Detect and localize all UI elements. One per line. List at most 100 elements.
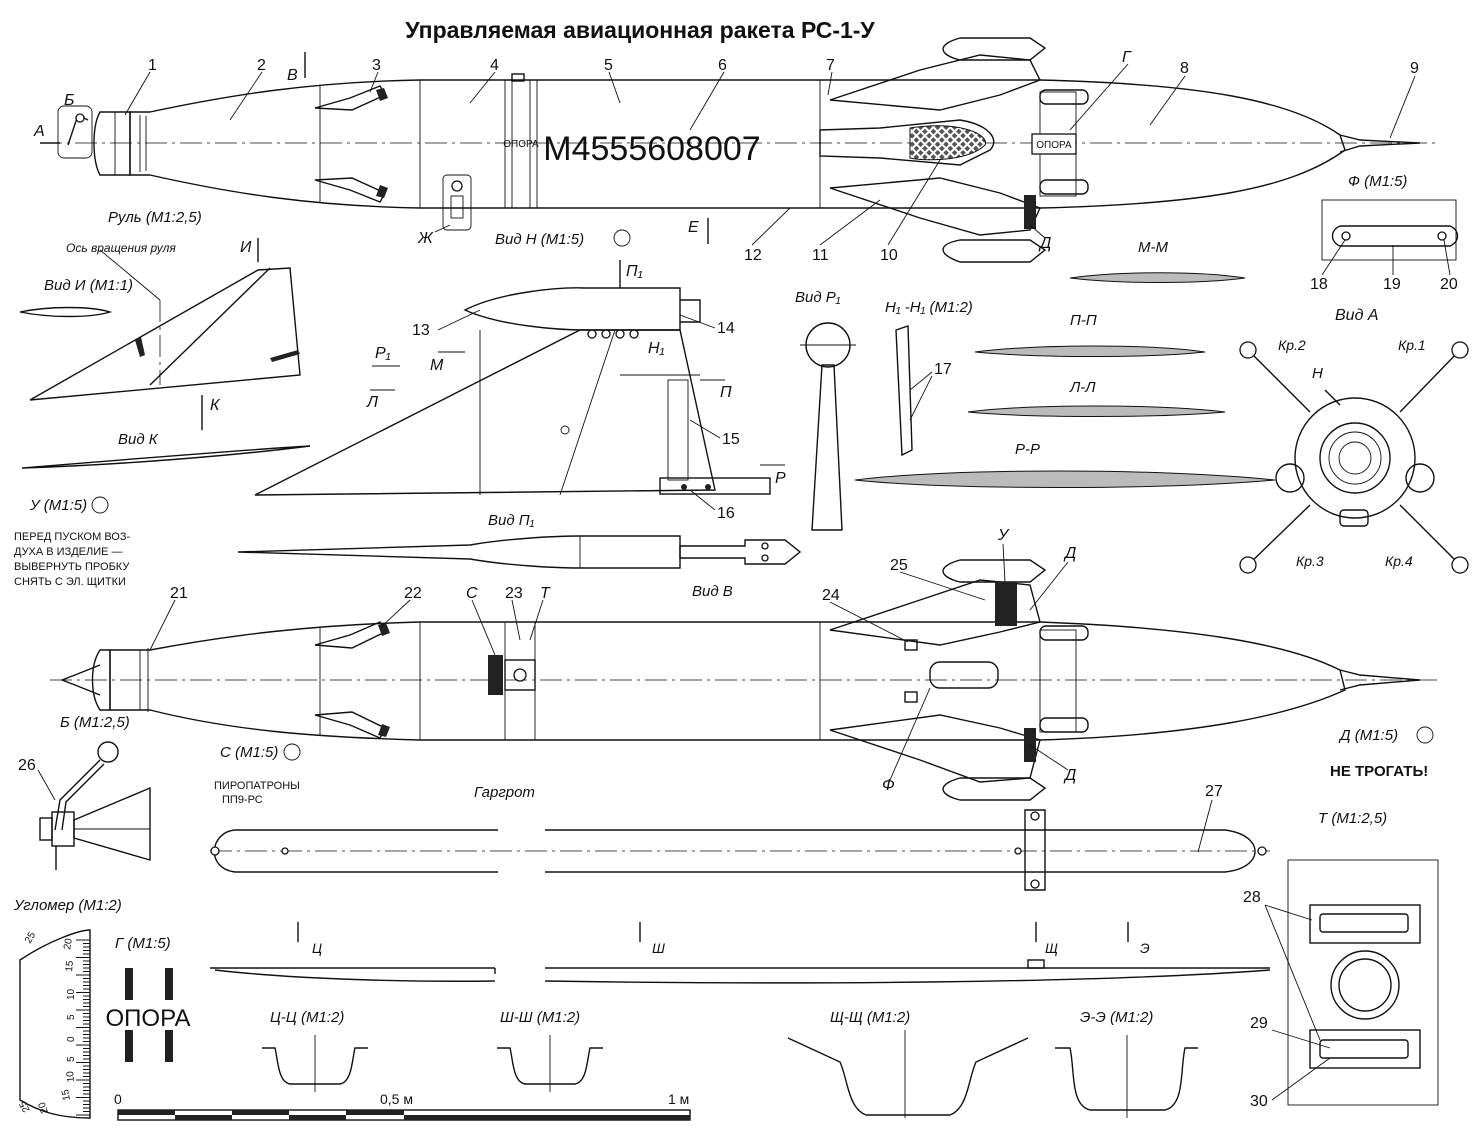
warning-line-1: ПЕРЕД ПУСКОМ ВОЗ- — [14, 531, 130, 543]
letter-Zh: Ж — [417, 230, 434, 247]
missile-side-view: ОПОРА M4555608007 ОПОРА — [40, 37, 1440, 263]
protractor-tick-4: 5 — [66, 1014, 77, 1020]
part-21: 21 — [170, 585, 188, 602]
part-16: 16 — [717, 505, 735, 522]
drawing-title: Управляемая авиационная ракета РС-1-У — [405, 17, 875, 43]
section-ShSh-label: Ш-Ш (М1:2) — [500, 1009, 580, 1026]
gargrot: Гаргрот 27 Ц Ш Щ Э — [210, 783, 1271, 984]
protractor-tick-5: 0 — [66, 1036, 77, 1042]
rudder-view: Руль (М1:2,5) Ось вращения руля Вид И (М… — [19, 209, 311, 469]
letter-L: Л — [366, 394, 378, 411]
view-V-label: Вид В — [692, 583, 733, 600]
part-22: 22 — [404, 585, 422, 602]
letter-Shch: Щ — [1045, 940, 1058, 956]
part-3: 3 — [372, 57, 381, 74]
opora-label-top: ОПОРА — [503, 139, 539, 150]
detail-B: Б (М1:2,5) 26 — [18, 714, 151, 870]
detail-S: С (М1:5) ПИРОПАТРОНЫ ПП9-РС — [214, 743, 301, 806]
kr4-label: Кр.4 — [1385, 553, 1413, 569]
opora-stencil: ОПОРА — [106, 1005, 191, 1032]
section-ShchShch-label: Щ-Щ (М1:2) — [830, 1009, 910, 1026]
section-N1-label: Н₁ -Н₁ (М1:2) — [885, 299, 973, 316]
rudder-axis-label: Ось вращения руля — [66, 241, 176, 255]
section-EE-label: Э-Э (М1:2) — [1080, 1009, 1153, 1026]
letter-U: У — [997, 527, 1010, 544]
opora-label-right: ОПОРА — [1036, 140, 1072, 151]
view-I-label: Вид И (М1:1) — [44, 277, 133, 294]
part-9: 9 — [1410, 60, 1419, 77]
part-15: 15 — [722, 431, 740, 448]
part-4: 4 — [490, 57, 499, 74]
warning-line-3: ВЫВЕРНУТЬ ПРОБКУ — [14, 561, 130, 573]
part-25: 25 — [890, 557, 908, 574]
part-6: 6 — [718, 57, 727, 74]
detail-G: Г (М1:5) ОПОРА — [106, 935, 191, 1062]
letter-P1-a: П₁ — [626, 263, 643, 280]
view-R1-label: Вид Р₁ — [795, 289, 841, 306]
protractor-tick-9: 20 — [37, 1100, 51, 1115]
letter-D-plan-1: Д — [1063, 545, 1076, 562]
part-5: 5 — [604, 57, 613, 74]
part-12: 12 — [744, 247, 762, 264]
view-N-label: Вид Н (М1:5) — [495, 231, 584, 248]
view-A: Вид А Кр.2 Кр.1 Кр.3 Кр.4 Н — [1239, 307, 1469, 574]
rudder-title: Руль (М1:2,5) — [108, 209, 202, 226]
part-28: 28 — [1243, 889, 1261, 906]
D-scale-label: Д (М1:5) — [1338, 727, 1398, 744]
part-17: 17 — [934, 361, 952, 378]
letter-E: Е — [688, 219, 699, 236]
G-scale-label: Г (М1:5) — [115, 935, 171, 952]
section-N1: Н₁ -Н₁ (М1:2) 17 — [885, 299, 973, 457]
letter-I: И — [240, 239, 252, 256]
view-N-labels: П₁ 13 14 15 16 Н₁ Р₁ М Л П Р — [366, 263, 786, 522]
part-10: 10 — [880, 247, 898, 264]
section-PP-label: П-П — [1070, 312, 1097, 329]
letter-V: В — [287, 67, 298, 84]
letter-F: Ф — [882, 777, 895, 794]
protractor-tick-10: 25 — [17, 1098, 32, 1114]
scale-bar-0: 0 — [114, 1091, 122, 1107]
protractor-label: Угломер (М1:2) — [13, 897, 122, 914]
warning-line-4: СНЯТЬ С ЭЛ. ЩИТКИ — [14, 576, 126, 588]
piropatrony-line-1: ПИРОПАТРОНЫ — [214, 780, 300, 792]
section-TsTs-label: Ц-Ц (М1:2) — [270, 1009, 344, 1026]
part-11: 11 — [812, 247, 829, 264]
letter-D-plan-2: Д — [1063, 767, 1076, 784]
part-24: 24 — [822, 587, 840, 604]
kr3-label: Кр.3 — [1296, 553, 1324, 569]
warning-line-2: ДУХА В ИЗДЕЛИЕ — — [14, 546, 123, 558]
letter-K: К — [210, 397, 221, 414]
piropatrony-line-2: ПП9-РС — [222, 794, 263, 806]
serial-number: M4555608007 — [543, 130, 760, 168]
top-part-numbers: 1 2 3 4 5 6 7 8 9 10 11 12 Б А В Г Д Е Ж — [33, 49, 1419, 264]
letter-Ts: Ц — [312, 940, 322, 956]
protractor-tick-7: 10 — [65, 1070, 77, 1082]
protractor-tick-0: 25 — [23, 930, 38, 946]
U-note: У (М1:5) ПЕРЕД ПУСКОМ ВОЗ- ДУХА В ИЗДЕЛИ… — [14, 496, 130, 588]
view-P1: Вид П₁ Вид В — [237, 512, 802, 600]
letter-S: С — [466, 585, 478, 602]
view-A-label: Вид А — [1335, 307, 1379, 324]
part-29: 29 — [1250, 1015, 1268, 1032]
scale-bar-half: 0,5 м — [380, 1091, 413, 1107]
letter-A: А — [33, 123, 45, 140]
missile-plan-view — [50, 559, 1440, 801]
scale-bar: 0 0,5 м 1 м — [114, 1091, 691, 1121]
protractor-tick-6: 5 — [66, 1056, 77, 1062]
B-scale-label: Б (М1:2,5) — [60, 714, 130, 731]
view-N-leaders — [370, 309, 785, 511]
part-26: 26 — [18, 757, 36, 774]
airfoil-sections: М-М П-П Л-Л Р-Р — [854, 239, 1276, 488]
letter-M: М — [430, 357, 444, 374]
gargrot-sections: Ц-Ц (М1:2) Ш-Ш (М1:2) Щ-Щ (М1:2) Э-Э (М1… — [262, 1009, 1198, 1118]
part-30: 30 — [1250, 1093, 1268, 1110]
letter-D-top: Д — [1038, 235, 1051, 252]
section-MM-label: М-М — [1138, 239, 1168, 256]
protractor-tick-2: 15 — [64, 960, 76, 972]
plan-leaders — [149, 543, 1069, 781]
T-scale-label: Т (М1:2,5) — [1318, 810, 1387, 827]
kr2-label: Кр.2 — [1278, 337, 1306, 353]
part-27: 27 — [1205, 783, 1223, 800]
part-8: 8 — [1180, 60, 1189, 77]
